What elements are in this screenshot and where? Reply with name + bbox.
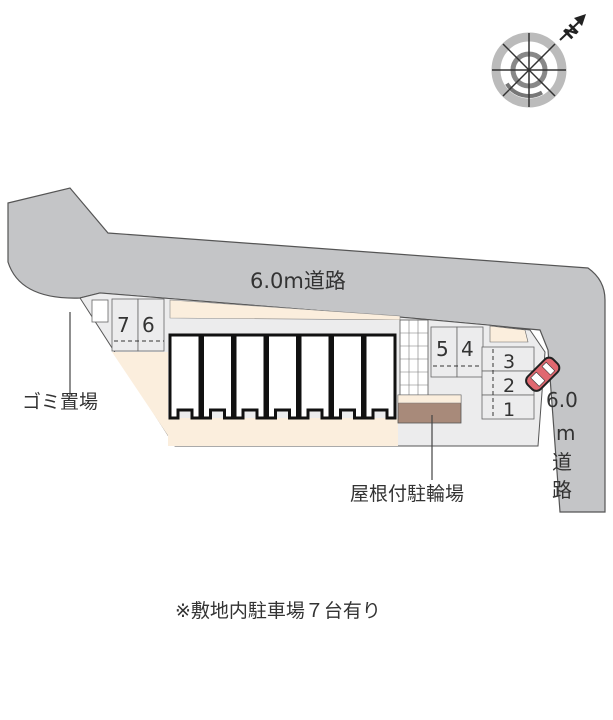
building-unit (201, 333, 234, 420)
parking-number-5: 5 (436, 337, 449, 361)
compass-icon: N (491, 14, 586, 108)
building-unit (363, 333, 397, 420)
garden-right (489, 325, 529, 343)
garden-left (112, 352, 175, 446)
road-top-label: 6.0m道路 (250, 269, 346, 293)
road-right-label-char1: 道 (552, 450, 572, 474)
parking-note: ※敷地内駐車場７台有り (175, 600, 381, 622)
parking-7-6: 7 6 (111, 298, 165, 352)
building-unit (298, 333, 332, 420)
road-right-label-unit: m (556, 421, 575, 445)
compass-north-label: N (560, 20, 583, 43)
car-icon (525, 356, 561, 392)
parking-number-6: 6 (142, 313, 155, 337)
parking-number-7: 7 (117, 313, 130, 337)
parking-5-4: 5 4 (430, 326, 484, 378)
road-right-label-width: 6.0 (546, 388, 578, 412)
parking-1-3: 3 2 1 (481, 346, 535, 421)
parking-number-3: 3 (503, 351, 515, 373)
road-right-label-char2: 路 (552, 478, 572, 502)
road (7, 187, 606, 513)
building-unit (331, 333, 364, 420)
parking-number-4: 4 (461, 337, 474, 361)
building-unit (233, 333, 267, 420)
garbage-label: ゴミ置場 (22, 391, 98, 413)
parking-number-1: 1 (503, 399, 515, 421)
garden-bottom (168, 418, 398, 446)
parking-number-2: 2 (503, 375, 515, 397)
bicycle-parking-label: 屋根付駐輪場 (350, 483, 464, 505)
building-unit (266, 333, 299, 420)
building-unit (168, 333, 202, 420)
garbage-area (91, 299, 109, 323)
tiled-walkway (399, 319, 429, 397)
building (168, 320, 400, 420)
